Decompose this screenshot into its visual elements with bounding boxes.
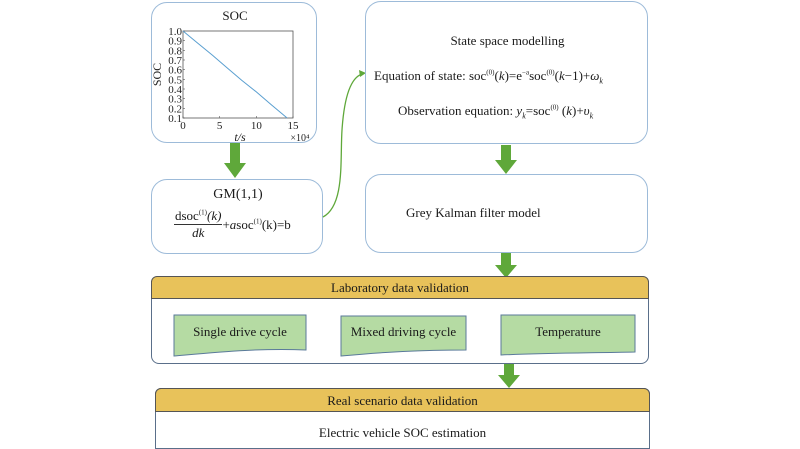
gm-equation: dsoc(1)(k) dk +asoc(1)(k)=b <box>174 208 291 240</box>
arrow-down-icon <box>495 253 517 278</box>
y-tick-label: 0.5 <box>168 74 182 86</box>
arrow-down-icon <box>495 145 517 174</box>
lab-item-mixed-driving-cycle: Mixed driving cycle <box>350 324 457 339</box>
arrow-down-icon <box>498 364 520 388</box>
lab-item-temperature: Temperature <box>535 324 601 339</box>
x-multiplier-label: ×10⁴ <box>290 133 310 144</box>
doc-shape <box>340 315 467 357</box>
doc-shape <box>500 314 636 356</box>
y-tick-label: 0.4 <box>168 84 182 96</box>
soc-chart-title: SOC <box>222 8 248 23</box>
soc-chart-box: SOC <box>151 2 317 143</box>
x-tick-label: 0 <box>180 120 186 132</box>
plot-area <box>182 30 294 119</box>
y-tick-label: 0.1 <box>168 113 182 125</box>
y-tick-label: 0.9 <box>168 36 182 48</box>
grey-kalman-label: Grey Kalman filter model <box>406 205 541 220</box>
y-tick-label: 0.7 <box>168 55 182 67</box>
equation-of-state: Equation of state: soc(0)(k)=e−asoc(0)(k… <box>374 68 603 86</box>
gm-title: GM(1,1) <box>213 187 263 202</box>
real-validation-header: Real scenario data validation <box>155 388 650 412</box>
lab-item-single-drive-cycle: Single drive cycle <box>193 324 287 339</box>
y-tick-label: 0.6 <box>168 65 182 77</box>
observation-equation: Observation equation: yk=soc(0) (k)+υk <box>398 103 594 121</box>
soc-series-line <box>182 30 288 119</box>
x-tick-label: 10 <box>251 120 263 132</box>
lab-validation-header: Laboratory data validation <box>151 276 649 299</box>
y-tick-label: 0.8 <box>168 45 182 57</box>
arrow-down-icon <box>224 143 246 178</box>
state-space-box: State space modelling Equation of state:… <box>365 1 648 144</box>
x-tick-label: 5 <box>217 120 223 132</box>
y-tick-label: 0.2 <box>168 103 182 115</box>
gm-model-box: GM(1,1) dsoc(1)(k) dk +asoc(1)(k)=b <box>151 179 323 254</box>
x-axis-label: t/s <box>234 130 246 144</box>
doc-shape <box>173 314 307 357</box>
y-axis-label: SOC <box>150 63 164 86</box>
y-tick-label: 1.0 <box>168 26 182 38</box>
ev-soc-estimation-label: Electric vehicle SOC estimation <box>318 425 487 440</box>
state-space-title: State space modelling <box>450 33 565 48</box>
y-tick-label: 0.3 <box>168 94 182 106</box>
grey-kalman-box: Grey Kalman filter model <box>365 174 648 253</box>
x-tick-label: 15 <box>288 120 300 132</box>
